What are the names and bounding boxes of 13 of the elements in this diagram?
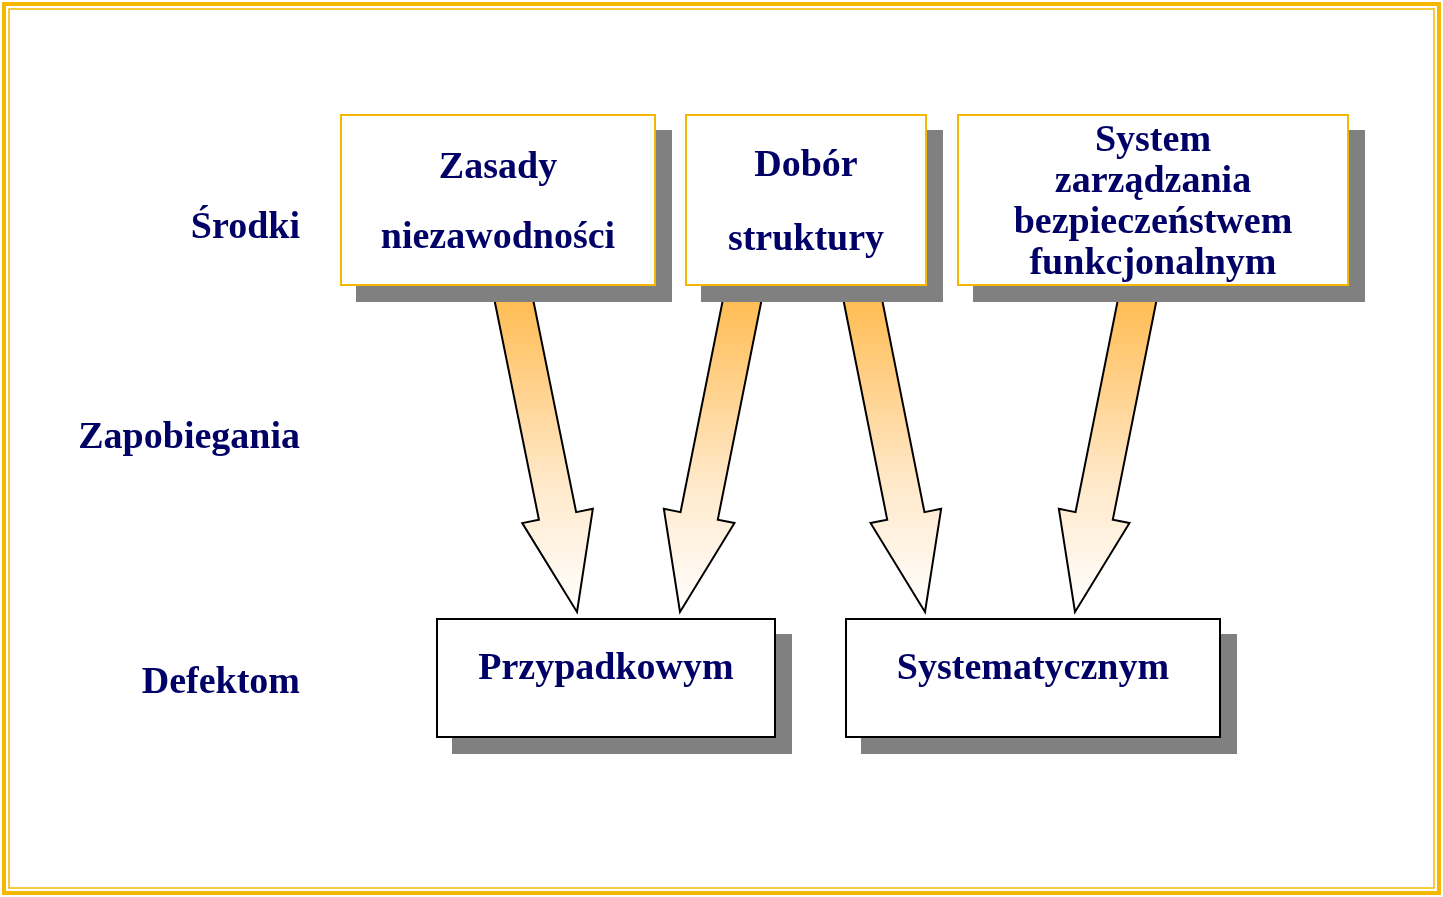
measure-box xyxy=(685,114,927,286)
measure-box xyxy=(340,114,656,286)
row-label: Defektom xyxy=(141,658,300,702)
box-text: Zasady niezawodności xyxy=(379,143,617,258)
box-text: Przypadkowym xyxy=(478,644,734,688)
box-text: Systematycznym xyxy=(896,644,1170,688)
measure-box xyxy=(957,114,1349,286)
defect-box xyxy=(845,618,1221,738)
box-text: System zarządzania bezpieczeństwem funkcjonalnym xyxy=(1012,118,1294,282)
row-label: Środki xyxy=(190,203,300,247)
box-text: Dobór struktury xyxy=(726,141,886,260)
row-label: Zapobiegania xyxy=(78,413,300,457)
defect-box xyxy=(436,618,776,738)
